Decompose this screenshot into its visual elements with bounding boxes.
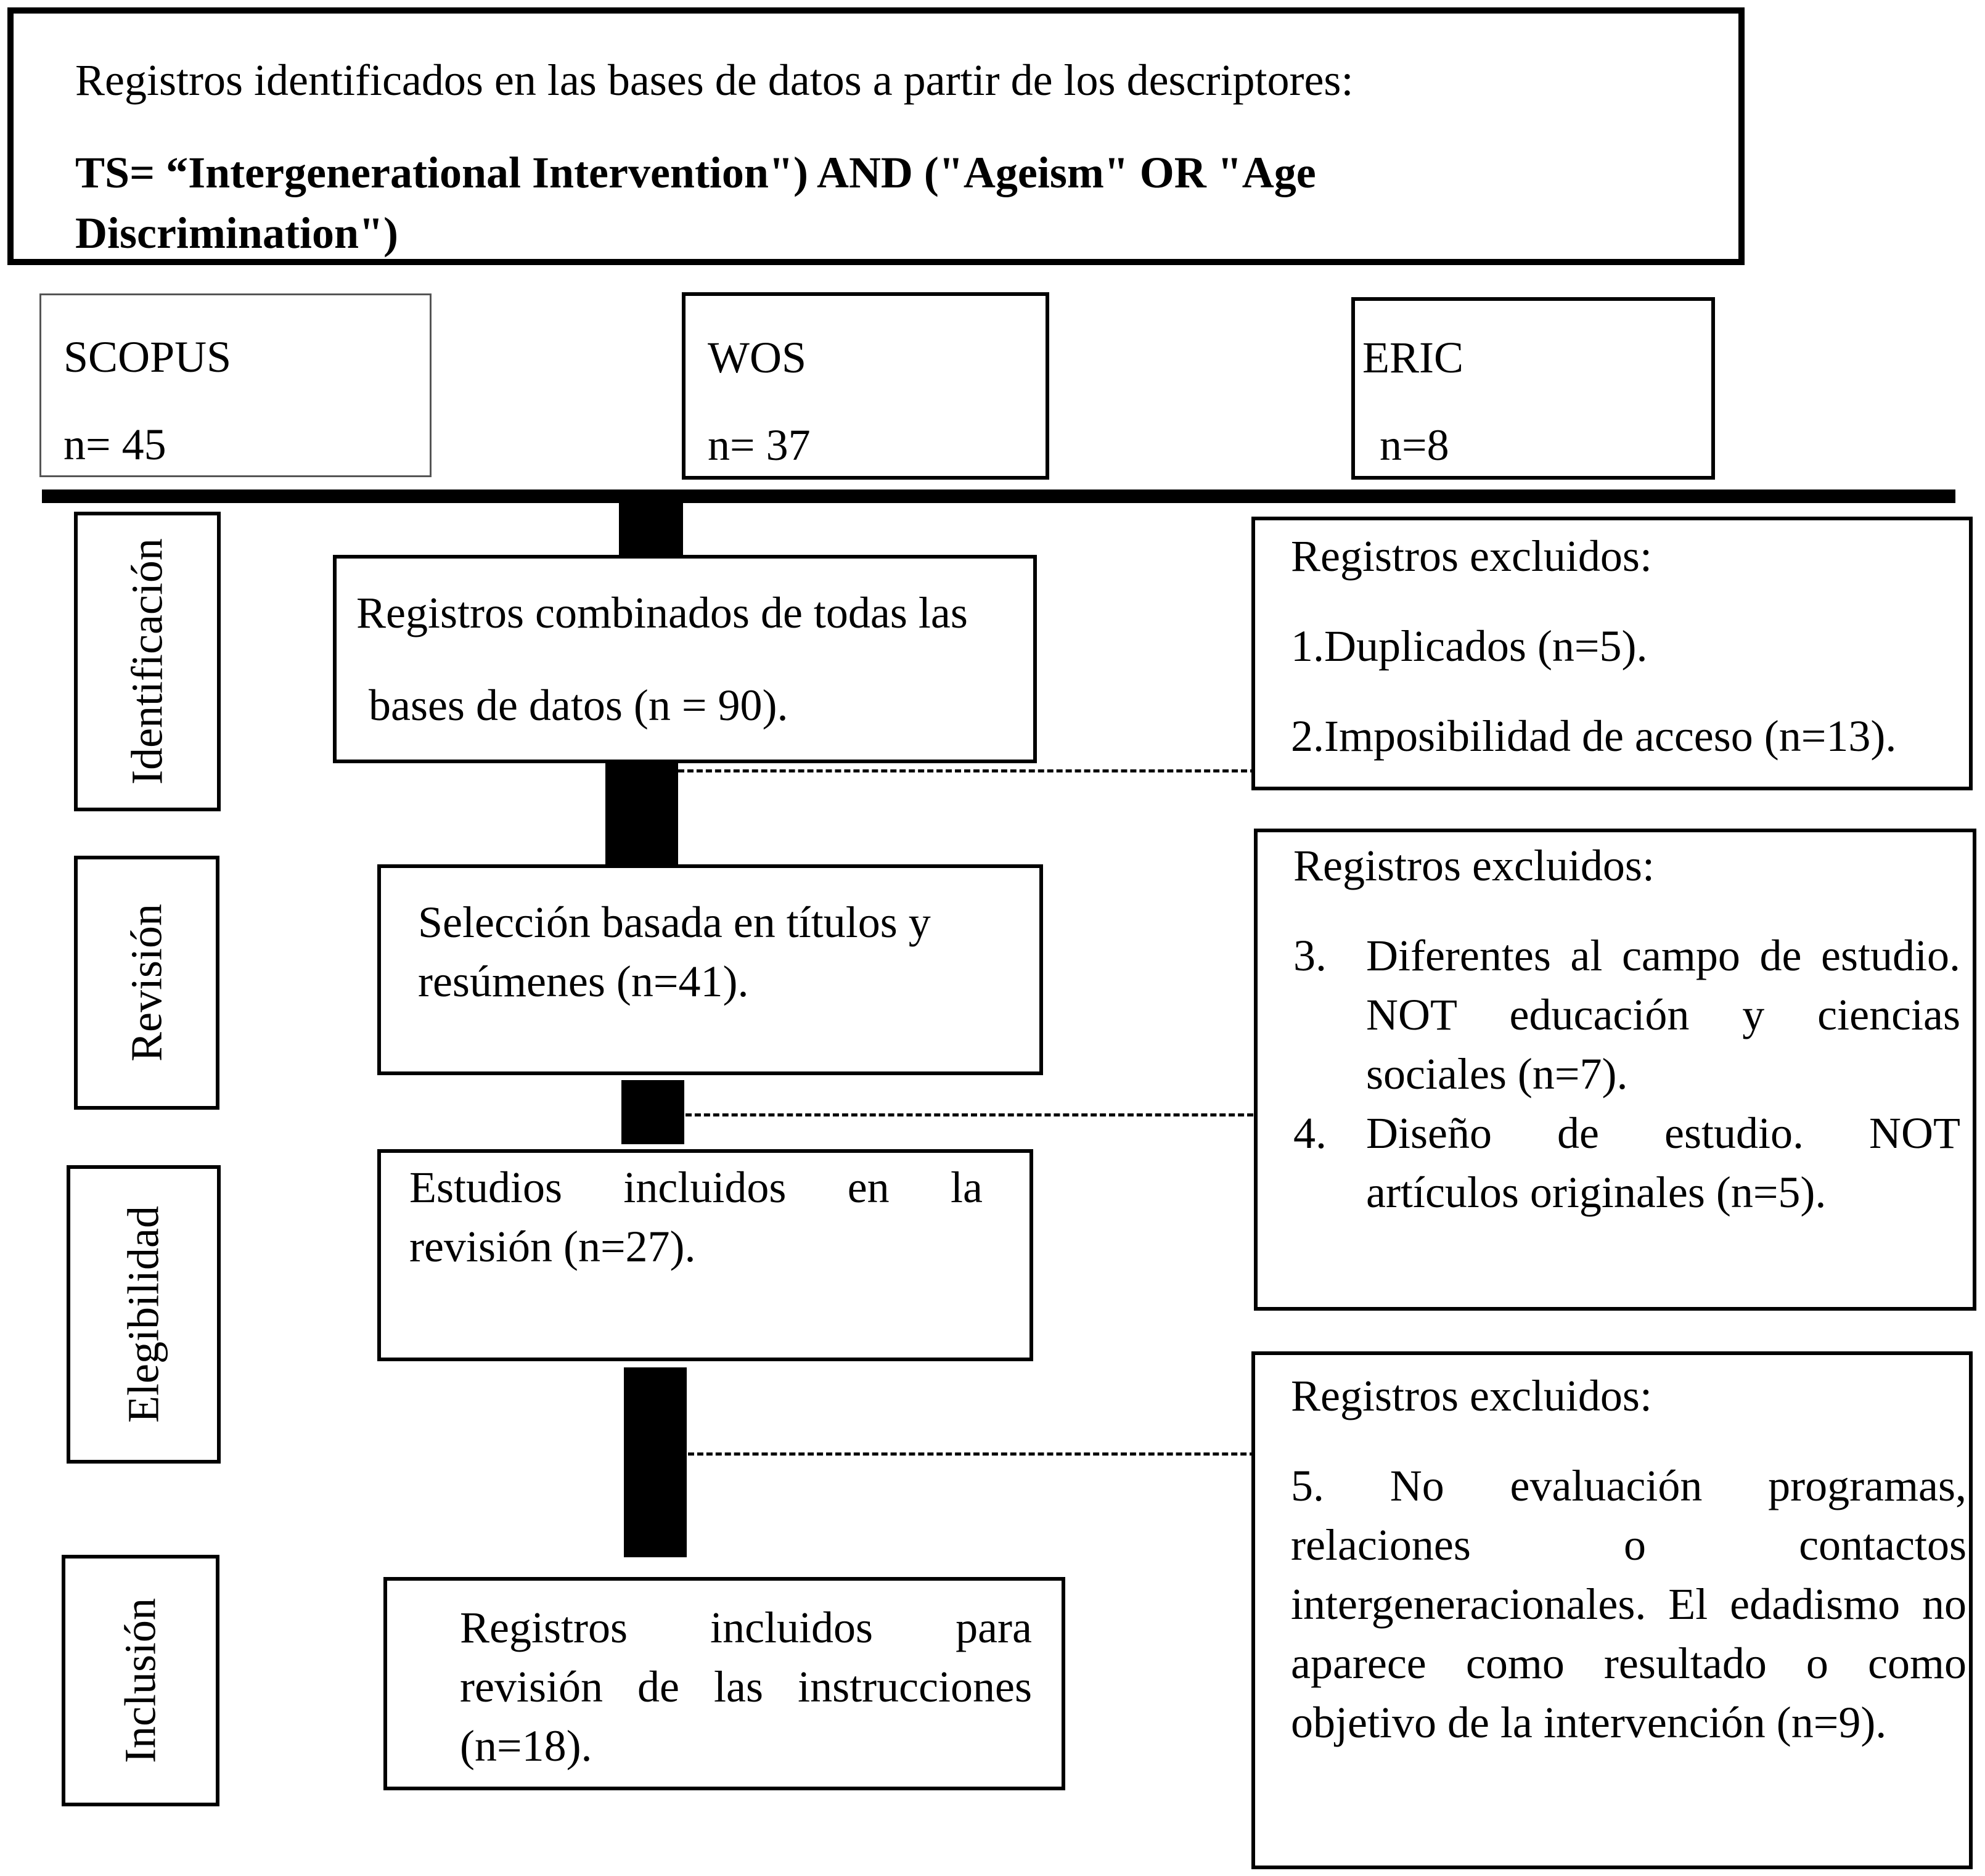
- database-box-eric: ERIC n=8: [1351, 297, 1715, 480]
- exclusion-title: Registros excluidos:: [1291, 1371, 1652, 1420]
- exclusion-item-field: Diferentes al campo de estudio. NOT educ…: [1366, 931, 1960, 1099]
- database-name: ERIC: [1362, 333, 1464, 382]
- exclusion-item-number: 4.: [1293, 1108, 1327, 1158]
- included-review-text: Estudios incluidos en la revisión (n=27)…: [409, 1163, 983, 1271]
- selection-box: Selección basada en títulos y resúmenes …: [377, 864, 1043, 1075]
- phase-label-elegibilidad: Elegibilidad: [67, 1165, 221, 1464]
- dashed-connector: [686, 1113, 1263, 1116]
- exclusion-title: Registros excluidos:: [1291, 531, 1652, 581]
- selection-line2: resúmenes (n=41).: [418, 957, 749, 1006]
- exclusion-box-identification: Registros excluidos: 1.Duplicados (n=5).…: [1251, 517, 1973, 790]
- included-review-box: Estudios incluidos en la revisión (n=27)…: [377, 1149, 1033, 1361]
- exclusion-item-design: Diseño de estudio. NOT artículos origina…: [1366, 1108, 1960, 1217]
- database-count: n= 45: [63, 420, 166, 469]
- exclusion-item-duplicates: 1.Duplicados (n=5).: [1291, 621, 1648, 671]
- connector-bar: [605, 763, 678, 868]
- phase-label-revision: Revisión: [74, 856, 219, 1110]
- phase-label-text: Identificación: [122, 538, 172, 785]
- search-query-line1: TS= “Intergenerational Intervention") AN…: [75, 148, 1316, 197]
- connector-bar: [624, 1367, 687, 1557]
- search-intro-text: Registros identificados en las bases de …: [75, 55, 1354, 105]
- exclusion-item-number: 3.: [1293, 931, 1327, 980]
- phase-label-text: Elegibilidad: [118, 1206, 168, 1423]
- connector-bar: [621, 1080, 684, 1144]
- merge-line: [42, 489, 1955, 503]
- exclusion-box-eligibility: Registros excluidos: 5. No evaluación pr…: [1251, 1351, 1973, 1869]
- selection-line1: Selección basada en títulos y: [418, 898, 931, 947]
- search-criteria-box: Registros identificados en las bases de …: [7, 7, 1745, 265]
- exclusion-box-revision: Registros excluidos: 3. Diferentes al ca…: [1254, 829, 1976, 1311]
- combined-records-line1: Registros combinados de todas las: [356, 588, 968, 637]
- phase-label-text: Revisión: [121, 903, 171, 1062]
- database-count: n=8: [1380, 420, 1449, 470]
- dashed-connector: [678, 769, 1256, 772]
- database-name: WOS: [708, 333, 806, 382]
- database-box-scopus: SCOPUS n= 45: [39, 293, 432, 477]
- included-final-text: Registros incluidos para revisión de las…: [460, 1603, 1032, 1771]
- exclusion-item-no-access: 2.Imposibilidad de acceso (n=13).: [1291, 711, 1897, 761]
- phase-label-inclusion: Inclusión: [62, 1555, 219, 1806]
- combined-records-box: Registros combinados de todas las bases …: [333, 555, 1037, 763]
- phase-label-identificacion: Identificación: [74, 512, 221, 811]
- exclusion-title: Registros excluidos:: [1293, 841, 1655, 890]
- phase-label-text: Inclusión: [115, 1598, 165, 1763]
- included-final-box: Registros incluidos para revisión de las…: [383, 1577, 1065, 1790]
- database-box-wos: WOS n= 37: [682, 292, 1049, 480]
- exclusion-item-no-evaluation: 5. No evaluación programas, relaciones o…: [1291, 1461, 1967, 1747]
- database-count: n= 37: [708, 420, 811, 470]
- search-query-line2: Discrimination"): [75, 208, 398, 258]
- combined-records-line2: bases de datos (n = 90).: [369, 681, 788, 730]
- database-name: SCOPUS: [63, 332, 232, 382]
- connector-bar: [619, 502, 683, 555]
- dashed-connector: [688, 1452, 1265, 1456]
